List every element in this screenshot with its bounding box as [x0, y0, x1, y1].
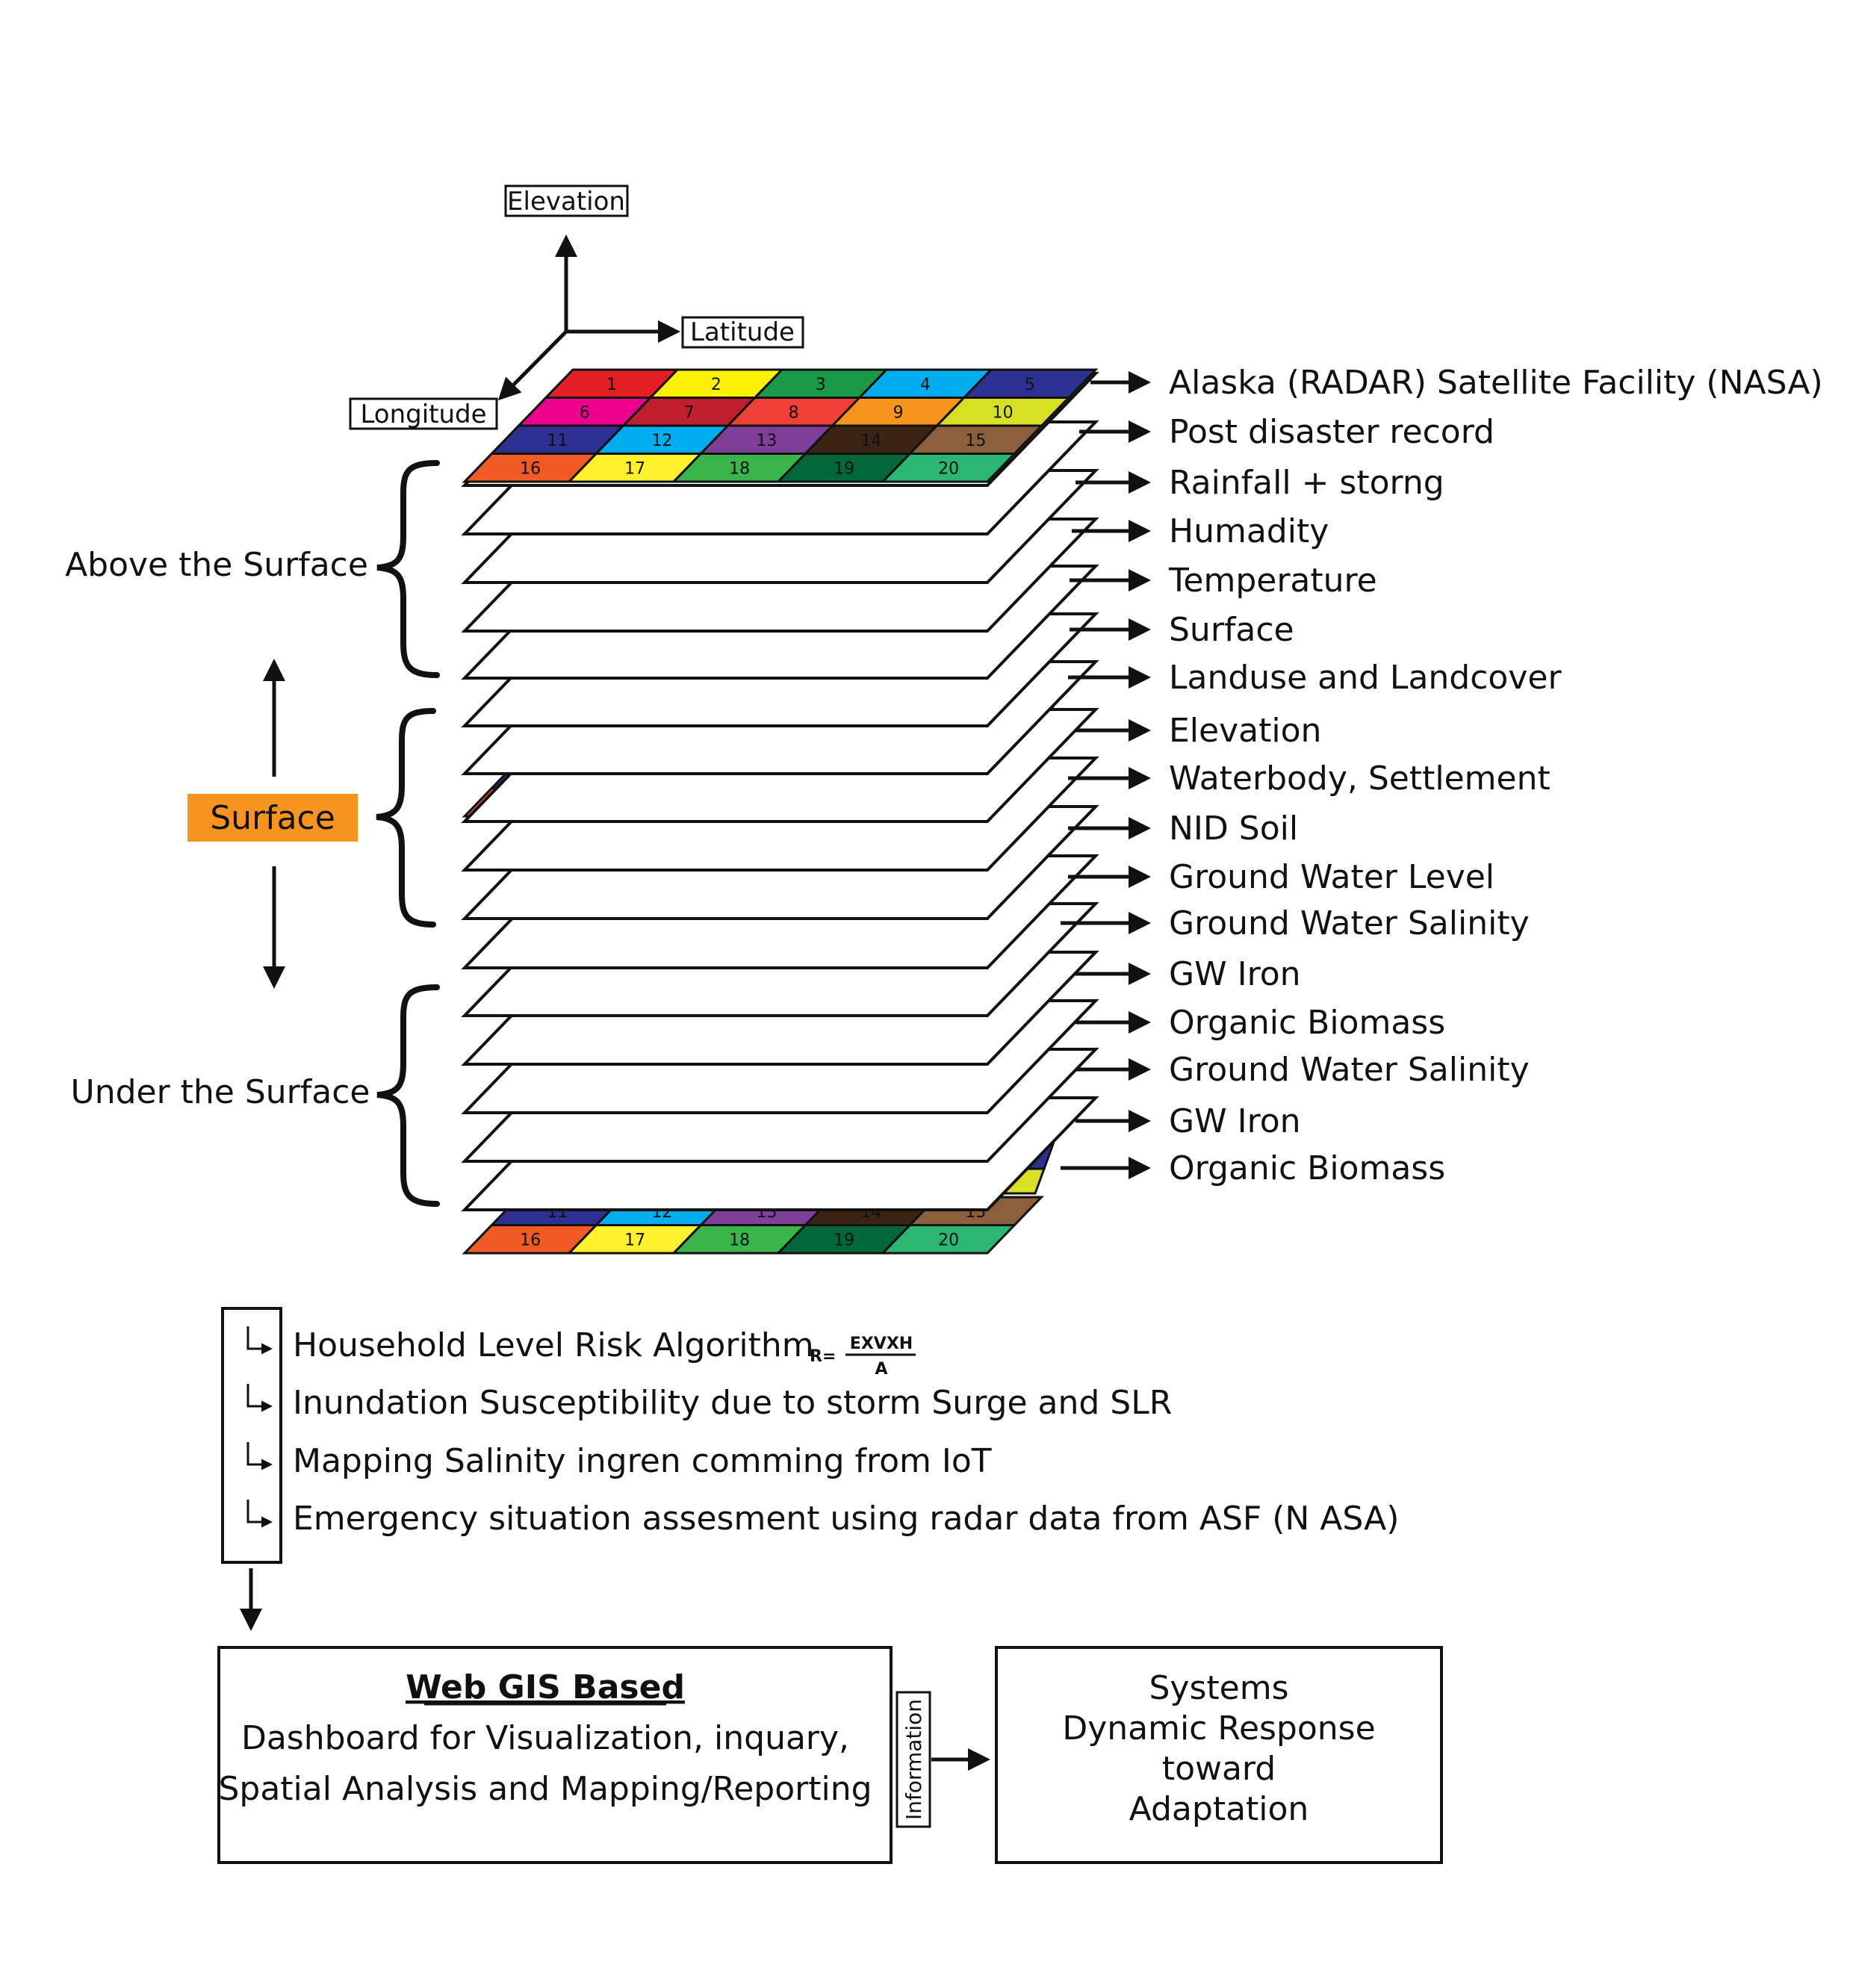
grid-cell-label: 2 — [711, 376, 721, 394]
grid-cell-label: 10 — [993, 403, 1014, 422]
layer-label: Rainfall + storng — [1169, 464, 1444, 502]
formula-lhs: R= — [810, 1347, 836, 1366]
layer-label: Organic Biomass — [1169, 1149, 1445, 1187]
elevation-axis-label: Elevation — [507, 187, 625, 217]
grid-cell — [880, 453, 1017, 483]
grid-cell-label: 16 — [520, 1231, 541, 1249]
layer-label: Humadity — [1169, 512, 1329, 550]
latitude-axis-label: Latitude — [690, 317, 795, 347]
formula-denominator: A — [875, 1360, 887, 1379]
grid-cell-label: 14 — [860, 432, 881, 450]
algorithm-bullet-arrow — [246, 1326, 273, 1355]
algorithm-item: Emergency situation assesment using rada… — [293, 1500, 1399, 1538]
response-line-1: Systems — [1149, 1669, 1289, 1707]
layer-label: Alaska (RADAR) Satellite Facility (NASA) — [1169, 364, 1823, 402]
layer-label: NID Soil — [1169, 810, 1298, 848]
algorithm-bracket-box — [221, 1307, 282, 1564]
response-box — [995, 1646, 1443, 1864]
algorithm-bullet-arrow — [246, 1442, 273, 1470]
algorithm-bullet-arrow — [246, 1384, 273, 1412]
latitude-axis-box — [681, 316, 804, 349]
grid-cell — [880, 1224, 1017, 1255]
under-surface-label: Under the Surface — [71, 1073, 370, 1111]
layer-label: Landuse and Landcover — [1169, 659, 1562, 697]
grid-cell-label: 15 — [965, 432, 986, 450]
layer-label: Ground Water Salinity — [1169, 904, 1530, 942]
surface-brace — [376, 708, 436, 928]
grid-cell-label: 4 — [920, 376, 931, 394]
surface-badge — [187, 794, 358, 842]
layer-label: Ground Water Level — [1169, 858, 1494, 896]
layer-label: Waterbody, Settlement — [1169, 760, 1551, 798]
algorithm-list: Household Level Risk AlgorithmInundation… — [221, 1307, 1399, 1631]
braces — [376, 460, 440, 1207]
layer-label: GW Iron — [1169, 1102, 1301, 1140]
grid-cell-label: 20 — [938, 1231, 959, 1249]
information-tag — [896, 1691, 931, 1828]
above-surface-label: Above the Surface — [65, 546, 368, 584]
longitude-axis-label: Longitude — [360, 400, 486, 429]
under-brace — [376, 984, 440, 1207]
layer-label: GW Iron — [1169, 955, 1301, 993]
grid-cell-label: 5 — [1025, 376, 1035, 394]
information-label: Information — [901, 1699, 926, 1820]
algorithm-item: Mapping Salinity ingren comming from IoT — [293, 1442, 992, 1480]
grid-cell-label: 17 — [624, 1231, 645, 1249]
grid-cell-label: 20 — [938, 459, 959, 478]
elevation-axis-box — [504, 184, 629, 217]
algorithm-item: Household Level Risk Algorithm — [293, 1326, 814, 1364]
grid-cell-label: 17 — [624, 459, 645, 478]
webgis-title: Web GIS Based — [406, 1668, 685, 1706]
grid-cell-label: 7 — [684, 403, 695, 422]
grid-cell-label: 8 — [789, 403, 799, 422]
grid-cell-label: 13 — [756, 432, 777, 450]
layer-label: Ground Water Salinity — [1169, 1051, 1530, 1089]
grid-cell-label: 18 — [729, 459, 750, 478]
grid-cell-label: 11 — [547, 432, 568, 450]
longitude-axis-box — [349, 397, 498, 430]
grid-cell-label: 9 — [893, 403, 904, 422]
grid-cell-label: 6 — [580, 403, 590, 422]
webgis-box — [217, 1646, 893, 1864]
surface-badge-label: Surface — [210, 799, 335, 837]
formula-numerator: EXVXH — [850, 1335, 913, 1353]
axes: Elevation Latitude Longitude — [349, 184, 804, 430]
layer-labels: Alaska (RADAR) Satellite Facility (NASA)… — [1061, 364, 1823, 1187]
algorithm-bullet-arrow — [246, 1500, 273, 1528]
response-line-3: toward — [1162, 1750, 1276, 1788]
grid-cell-label: 3 — [816, 376, 826, 394]
layer-label: Surface — [1169, 611, 1294, 649]
above-brace — [376, 460, 440, 678]
layer-plates: 1112131415161718192011121314151617181920… — [461, 368, 1099, 1255]
algorithm-item: Inundation Susceptibility due to storm S… — [293, 1384, 1172, 1422]
webgis-line-1: Dashboard for Visualization, inquary, — [241, 1719, 849, 1757]
response-line-2: Dynamic Response — [1062, 1709, 1375, 1748]
grid-cell-label: 19 — [834, 459, 854, 478]
layer-label: Post disaster record — [1169, 413, 1494, 451]
layer-label: Elevation — [1169, 712, 1321, 750]
response-line-4: Adaptation — [1129, 1790, 1309, 1828]
grid-cell-label: 1 — [606, 376, 617, 394]
grid-cell-label: 19 — [834, 1231, 854, 1249]
grid-cell-label: 18 — [729, 1231, 750, 1249]
layer-label: Temperature — [1168, 562, 1377, 600]
longitude-axis-arrow — [497, 330, 568, 401]
grid-cell-label: 16 — [520, 459, 541, 478]
grid-cell-label: 12 — [651, 432, 672, 450]
layer-label: Organic Biomass — [1169, 1004, 1445, 1042]
webgis-line-2: Spatial Analysis and Mapping/Reporting — [218, 1770, 872, 1808]
